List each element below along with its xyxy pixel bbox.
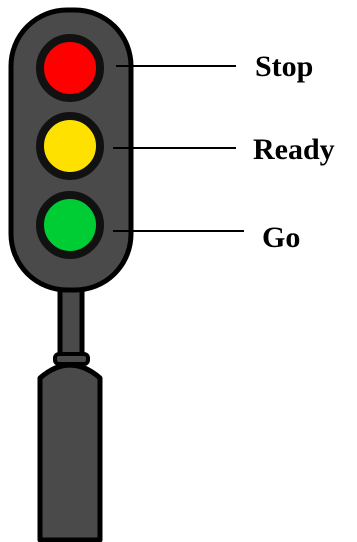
label-stop: Stop bbox=[255, 50, 313, 83]
pole-base bbox=[40, 365, 100, 540]
label-ready: Ready bbox=[253, 133, 335, 166]
green-light bbox=[40, 195, 100, 255]
yellow-light bbox=[40, 116, 100, 176]
label-go: Go bbox=[262, 221, 300, 254]
pole-collar bbox=[55, 354, 88, 364]
red-light bbox=[40, 38, 100, 98]
